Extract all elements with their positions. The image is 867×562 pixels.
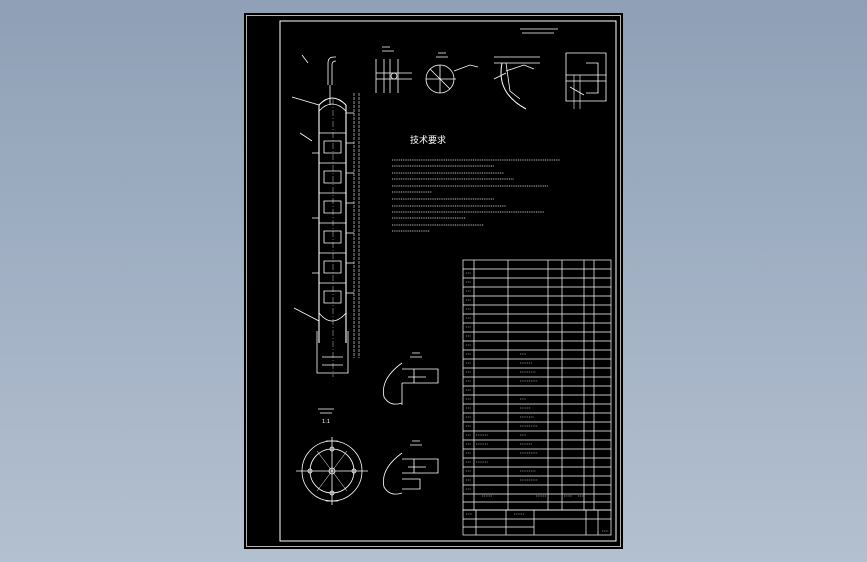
detail-c xyxy=(493,28,558,110)
outer-border xyxy=(246,15,621,547)
inner-frame xyxy=(279,20,617,542)
scale-label: 1:1 xyxy=(322,419,330,425)
column-vessel xyxy=(291,54,360,377)
detail-d xyxy=(565,52,607,109)
cad-drawing: 技术要求 1:1 xyxy=(246,15,621,547)
detail-f xyxy=(383,440,439,495)
detail-b xyxy=(425,52,479,94)
title-block xyxy=(462,509,612,536)
detail-a xyxy=(375,46,412,93)
section-plan-view: 1:1 xyxy=(296,408,368,505)
detail-e xyxy=(383,352,439,405)
parts-list-table xyxy=(462,259,612,511)
technical-notes-heading: 技术要求 xyxy=(410,134,446,146)
technical-notes: 技术要求 xyxy=(392,134,560,232)
drawing-sheet: 技术要求 1:1 xyxy=(244,13,623,549)
